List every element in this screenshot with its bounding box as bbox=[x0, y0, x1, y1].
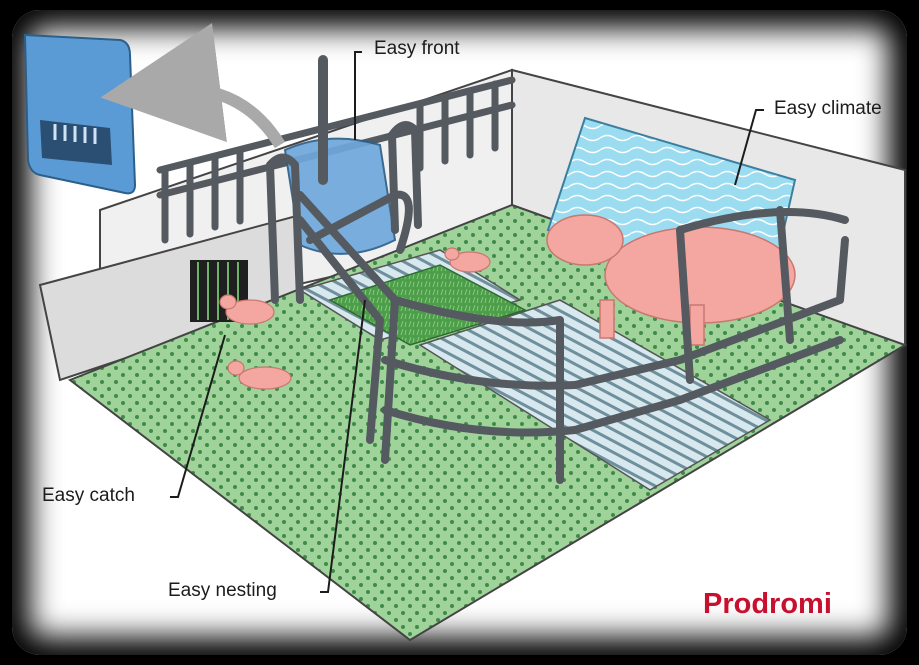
label-easy-front: Easy front bbox=[374, 38, 460, 60]
feed-pipe bbox=[318, 55, 328, 185]
feeder-panel-detail bbox=[25, 35, 135, 193]
removal-arrow bbox=[160, 89, 280, 145]
label-easy-catch: Easy catch bbox=[42, 485, 135, 507]
brand-logo-text: Prodromi bbox=[703, 588, 832, 621]
label-easy-climate: Easy climate bbox=[774, 98, 882, 120]
label-easy-nesting: Easy nesting bbox=[168, 580, 277, 602]
